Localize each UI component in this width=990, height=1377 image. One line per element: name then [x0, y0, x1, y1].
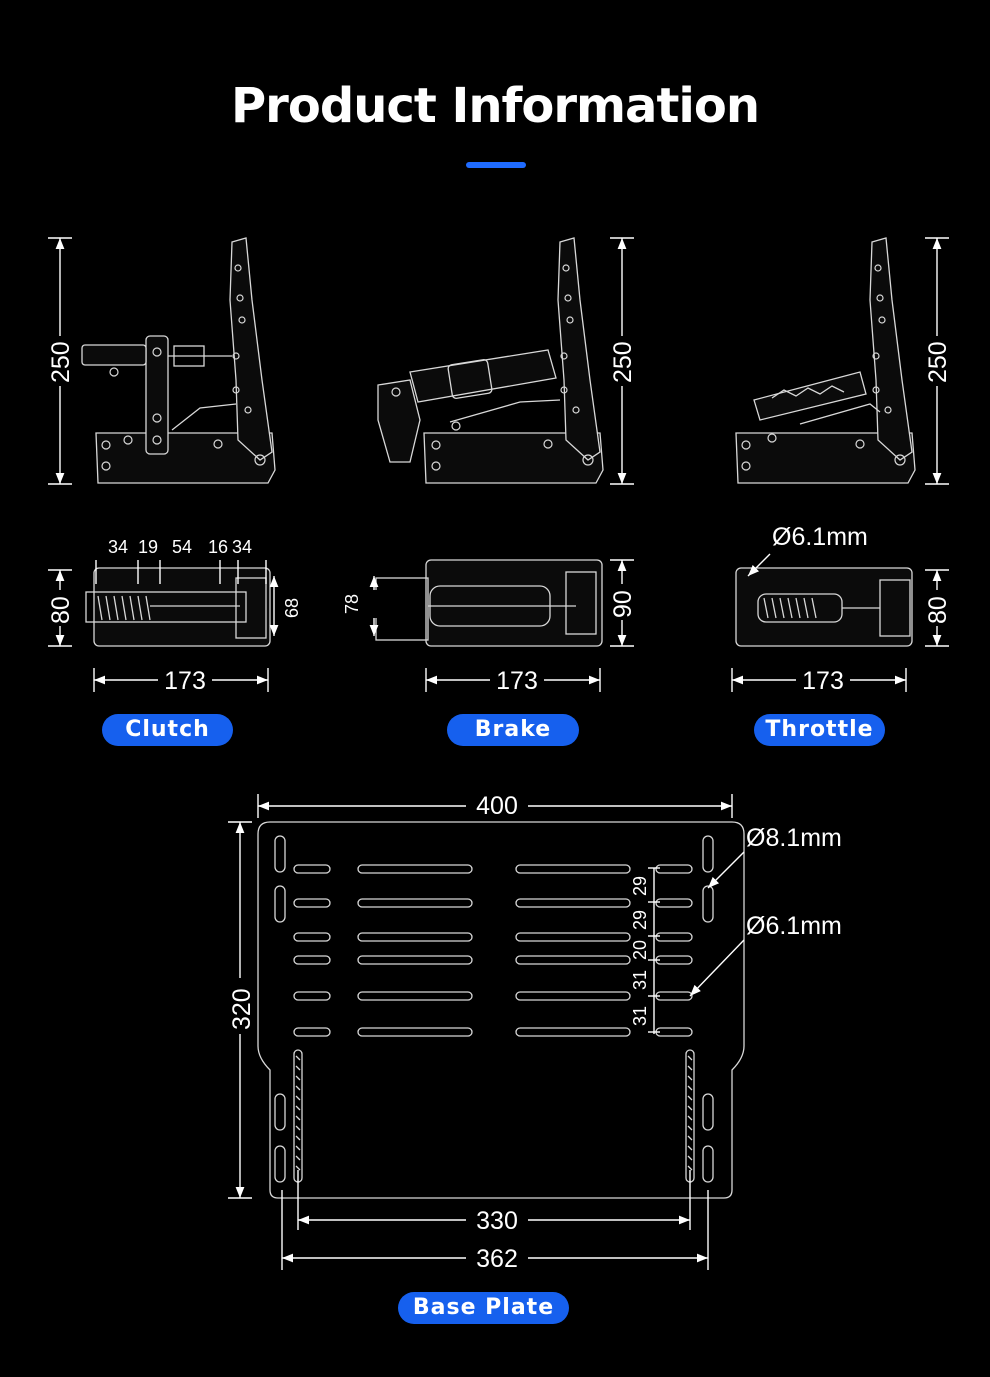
base-plate-spacing-2: 29: [630, 910, 650, 930]
title-underline: [466, 162, 526, 168]
base-plate-spacing-3: 20: [630, 940, 650, 960]
base-plate-spacing-5: 31: [630, 1006, 650, 1026]
throttle-height-label: 250: [924, 341, 952, 383]
clutch-side-view: [48, 237, 276, 485]
brake-depth-outer-label: 90: [609, 590, 637, 618]
clutch-segment-5: 34: [232, 537, 252, 557]
throttle-hole-label: Ø6.1mm: [772, 523, 868, 551]
base-plate-hole-small-label: Ø6.1mm: [746, 912, 842, 940]
base-plate-spacing-4: 31: [630, 970, 650, 990]
throttle-label-badge: Throttle: [754, 714, 885, 746]
clutch-height-label: 250: [47, 341, 75, 383]
brake-height-label: 250: [609, 341, 637, 383]
clutch-label-badge: Clutch: [102, 714, 233, 746]
clutch-depth-outer-label: 80: [47, 596, 75, 624]
base-plate-spacing-1: 29: [630, 876, 650, 896]
brake-depth-inner-label: 78: [342, 594, 362, 614]
base-plate-label-badge: Base Plate: [398, 1292, 569, 1324]
clutch-segment-1: 34: [108, 537, 128, 557]
throttle-top-view: [731, 553, 949, 692]
base-plate-height-label: 320: [228, 988, 256, 1030]
clutch-segment-4: 16: [208, 537, 228, 557]
clutch-depth-inner-label: 68: [282, 598, 302, 618]
base-plate-slots: [293, 864, 693, 1037]
throttle-side-view: [735, 237, 949, 485]
brake-width-label: 173: [496, 667, 538, 695]
throttle-width-label: 173: [802, 667, 844, 695]
clutch-segment-2: 19: [138, 537, 158, 557]
base-plate-outer-span-label: 362: [476, 1245, 518, 1273]
clutch-top-view: [48, 560, 279, 692]
base-plate-width-label: 400: [476, 792, 518, 820]
base-plate-hole-large-label: Ø8.1mm: [746, 824, 842, 852]
clutch-segment-3: 54: [172, 537, 192, 557]
brake-side-view: [377, 237, 634, 485]
base-plate-view: [228, 794, 745, 1270]
brake-label-badge: Brake: [447, 714, 579, 746]
throttle-depth-outer-label: 80: [924, 596, 952, 624]
clutch-width-label: 173: [164, 667, 206, 695]
brake-top-view: [369, 559, 634, 692]
base-plate-inner-span-label: 330: [476, 1207, 518, 1235]
page-title: Product Information: [231, 78, 760, 134]
